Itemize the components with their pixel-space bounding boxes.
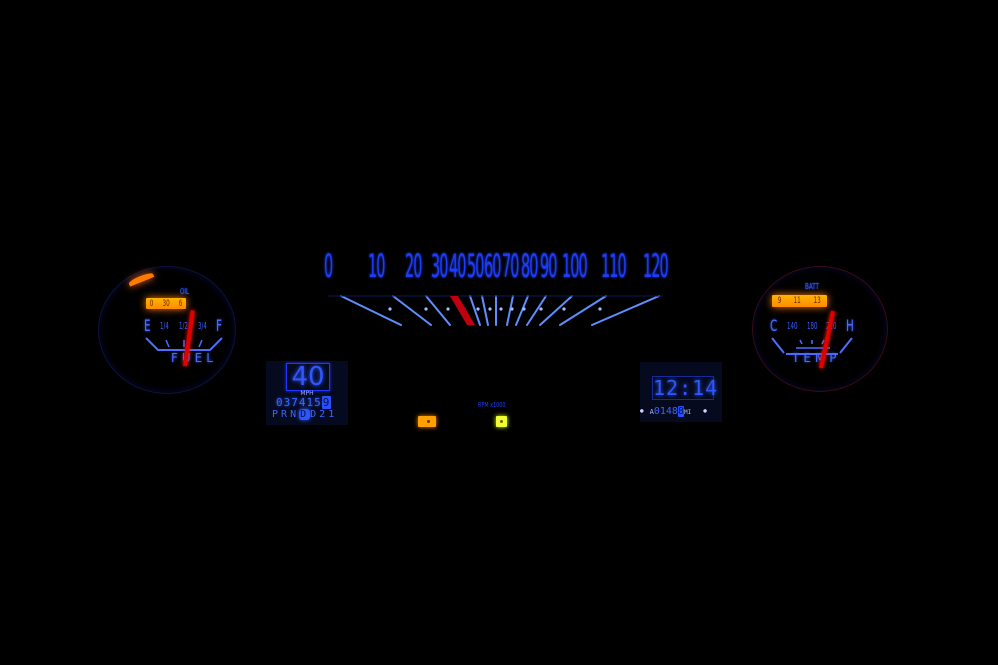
digital-speed-display: 40 MPH 0374159 PRNDD21 [266,361,348,425]
speedometer-dial [328,295,663,326]
fuel-three-quarter-mark: 3/4 [198,321,207,332]
speedometer-dots [388,307,602,311]
gear-n: N [290,409,300,420]
trip-odometer: ● A01488MI ● [640,406,707,417]
right-indicator-light [496,416,507,427]
speed-unit: MPH [300,390,314,397]
speed-label-60: 60 [484,247,501,285]
left-indicator-light [418,416,436,427]
temp-180-mark: 180 [807,321,818,332]
speed-label-70: 70 [502,247,519,285]
oil-label: OIL [179,287,190,296]
fuel-empty-mark: E [144,316,151,335]
gear-selected: D [299,409,311,420]
gear-p: P [272,409,282,420]
speed-label-50: 50 [467,247,484,285]
speedometer-needle [450,296,475,325]
gear-d: D [310,409,320,420]
speed-label-110: 110 [601,247,627,285]
temp-gauge-label: TEMP [792,351,841,365]
temp-gauge-scale [771,337,853,355]
battery-voltage-window: 9 11 13 [772,295,827,307]
speed-label-120: 120 [643,247,669,285]
speed-label-20: 20 [405,247,422,285]
fuel-gauge-scale [145,337,223,351]
speed-label-10: 10 [368,247,385,285]
gear-r: R [281,409,291,420]
temp-cold-mark: C [770,316,778,335]
digital-speed: 40 [286,363,330,391]
batt-label: BATT [804,282,819,291]
fuel-half-mark: 1/2 [179,321,188,332]
temp-hot-mark: H [846,316,854,335]
speedometer: 0 10 20 30 40 50 60 70 80 90 100 110 120 [318,240,678,340]
oil-pressure-window: 0 30 6 [146,298,186,309]
speed-label-40: 40 [449,247,466,285]
speedometer-ticks [340,295,660,326]
speed-label-30: 30 [431,247,448,285]
fuel-quarter-mark: 1/4 [160,321,169,332]
clock-time: 12:14 [652,376,719,400]
gear-2: 2 [319,409,329,420]
gear-1: 1 [328,409,338,420]
gear-indicator: PRNDD21 [272,409,337,420]
temp-gauge: BATT 9 11 13 C 140 180 220 H TEMP [752,262,892,392]
tachometer-label: RPM x1000 [478,401,506,409]
fuel-full-mark: F [216,316,222,335]
temp-140-mark: 140 [787,321,798,332]
fuel-gauge: OIL 0 30 6 E 1/4 1/2 3/4 F FUEL [98,262,238,394]
speed-label-90: 90 [540,247,557,285]
speed-label-80: 80 [521,247,538,285]
speed-label-0: 0 [324,247,333,285]
fuel-gauge-label: FUEL [171,351,217,365]
odometer: 0374159 [276,396,332,409]
clock-display: 12:14 ● A01488MI ● [640,362,722,422]
speed-label-100: 100 [562,247,588,285]
